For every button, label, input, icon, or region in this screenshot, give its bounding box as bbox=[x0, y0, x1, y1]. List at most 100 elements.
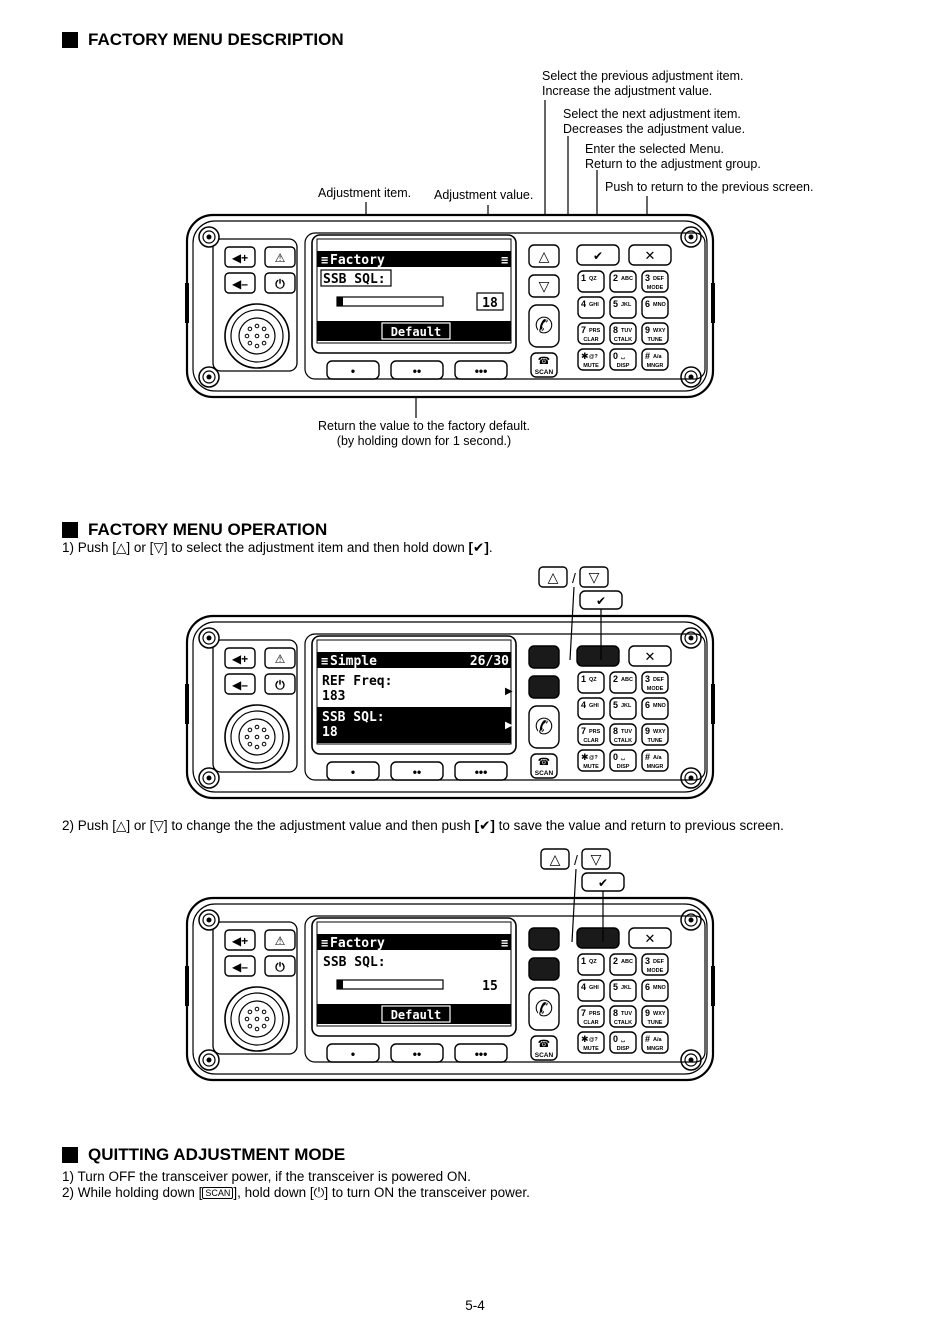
emergency-button-label: ⚠ bbox=[275, 934, 286, 948]
lcd-item-highlight bbox=[320, 269, 392, 287]
keypad-key-sub2: MNGR bbox=[647, 764, 664, 770]
keypad-key-# bbox=[641, 348, 669, 371]
keypad-key-sub2: MNGR bbox=[647, 1046, 664, 1052]
cancel-button-label: ✕ bbox=[645, 931, 656, 946]
power-button-label: ⏻ bbox=[275, 277, 285, 291]
keypad-key-sub2: MODE bbox=[647, 285, 664, 291]
lcd-header-menu-icon: ≡ bbox=[321, 936, 328, 950]
keypad-key-num: 7 bbox=[581, 726, 586, 736]
mic-pin bbox=[254, 1026, 260, 1032]
power-button-label: ⏻ bbox=[275, 960, 285, 974]
down-button bbox=[528, 957, 560, 981]
mic-pin bbox=[254, 724, 260, 730]
keypad-key-num: 4 bbox=[581, 982, 586, 992]
cancel-button bbox=[628, 244, 672, 266]
lcd-row2-label: SSB SQL: bbox=[322, 710, 385, 725]
screw-center bbox=[206, 917, 212, 923]
keypad-key-num: # bbox=[645, 351, 650, 361]
keypad-key-num: 1 bbox=[581, 956, 586, 966]
emergency-button bbox=[264, 647, 296, 669]
screw-icon bbox=[680, 1049, 702, 1071]
keypad-key-sub: WXY bbox=[653, 1011, 666, 1017]
scan-phone-icon: ☎ bbox=[538, 1039, 550, 1050]
keypad-key-sub2: DISP bbox=[617, 363, 630, 369]
radio-inner-body bbox=[192, 621, 708, 793]
keypad-key-sub: GHI bbox=[589, 703, 599, 709]
up-arrow-icon: △ bbox=[116, 540, 127, 555]
section-title-operation: FACTORY MENU OPERATION bbox=[62, 520, 327, 540]
keypad-key-sub: @? bbox=[589, 755, 598, 761]
keypad-key-sub: MNO bbox=[653, 302, 667, 308]
callout-check-button: Enter the selected Menu. Return to the a… bbox=[585, 142, 761, 171]
keypad-key-sub2: CLAR bbox=[583, 1020, 598, 1026]
screw-icon bbox=[198, 627, 220, 649]
keypad-key-num: 9 bbox=[645, 1008, 650, 1018]
key-hint-2: △ / ▽ ✔ bbox=[540, 848, 625, 943]
callout-cancel-button: Push to return to the previous screen. bbox=[605, 180, 814, 194]
keypad-key-num: 4 bbox=[581, 700, 586, 710]
keypad-key-sub: TUV bbox=[621, 1011, 632, 1017]
softkey-2-button-label: •• bbox=[413, 765, 421, 779]
quit-step-1: 1) Turn OFF the transceiver power, if th… bbox=[62, 1169, 471, 1184]
radio-body-3: ◀+⚠◀–⏻≡Factory≡SSB SQL:15Default••••••✆☎… bbox=[185, 896, 715, 1082]
lcd-header-title: Factory bbox=[330, 253, 385, 268]
call-button bbox=[528, 705, 560, 749]
volume-down-button bbox=[224, 673, 256, 695]
lcd-item-label: SSB SQL: bbox=[323, 955, 386, 970]
keypad-key-sub2: DISP bbox=[617, 1046, 630, 1052]
screw-icon bbox=[198, 909, 220, 931]
mic-pin bbox=[247, 727, 253, 733]
keypad-key-num: 0 bbox=[613, 1034, 618, 1044]
svg-text:/: / bbox=[574, 852, 578, 868]
callout-adjustment-value: Adjustment value. bbox=[434, 188, 534, 202]
keypad-key-sub: WXY bbox=[653, 729, 666, 735]
mic-pin bbox=[254, 1006, 260, 1012]
keypad-key-num: 5 bbox=[613, 982, 618, 992]
keypad-key-sub2: MODE bbox=[647, 686, 664, 692]
volume-down-button-label: ◀– bbox=[232, 960, 248, 974]
keypad-key-5 bbox=[609, 296, 637, 319]
lcd-header-menu-icon: ≡ bbox=[321, 654, 328, 668]
keypad-key-6 bbox=[641, 697, 669, 720]
check-button-label: ✔ bbox=[593, 249, 603, 263]
lcd-level-bar bbox=[336, 979, 444, 990]
softkey-1-button-label: • bbox=[351, 765, 355, 779]
call-button bbox=[528, 987, 560, 1031]
key-hint-1: △ / ▽ ✔ bbox=[538, 566, 623, 661]
keypad-key-sub: GHI bbox=[589, 985, 599, 991]
keypad-key-sub: @? bbox=[589, 1037, 598, 1043]
keypad-key-num: 2 bbox=[613, 674, 618, 684]
keypad-key-9 bbox=[641, 322, 669, 345]
softkey-1-button bbox=[326, 761, 380, 781]
radio-side-tab bbox=[185, 283, 189, 323]
keypad-key-# bbox=[641, 749, 669, 772]
mic-pin bbox=[261, 326, 267, 332]
mic-pin bbox=[254, 744, 260, 750]
keypad-key-num: 6 bbox=[645, 299, 650, 309]
keypad-key-num: 4 bbox=[581, 299, 586, 309]
keypad-key-num: 9 bbox=[645, 325, 650, 335]
keypad-key-num: ✱ bbox=[581, 351, 589, 361]
keypad-key-sub: DEF bbox=[653, 959, 665, 965]
lcd-softkey-default bbox=[381, 322, 451, 340]
power-button-label: ⏻ bbox=[275, 678, 285, 692]
keypad-key-# bbox=[641, 1031, 669, 1054]
radio-inner-body bbox=[192, 903, 708, 1075]
volume-down-button-label: ◀– bbox=[232, 277, 248, 291]
keypad-key-1 bbox=[577, 953, 605, 976]
screw-center bbox=[206, 234, 212, 240]
keypad-key-0 bbox=[609, 749, 637, 772]
emergency-button bbox=[264, 929, 296, 951]
keypad-key-✱ bbox=[577, 348, 605, 371]
radio-side-tab bbox=[711, 283, 715, 323]
lcd-header-title: Simple bbox=[330, 654, 377, 669]
call-button bbox=[528, 304, 560, 348]
screw-center bbox=[206, 635, 212, 641]
keypad-key-num: 8 bbox=[613, 325, 618, 335]
lcd-softkey-label: Default bbox=[391, 325, 442, 339]
softkey-3-button bbox=[454, 360, 508, 380]
heading-square-icon bbox=[62, 522, 78, 538]
keypad-key-num: 5 bbox=[613, 700, 618, 710]
mic-pin bbox=[261, 741, 267, 747]
keypad-key-5 bbox=[609, 697, 637, 720]
